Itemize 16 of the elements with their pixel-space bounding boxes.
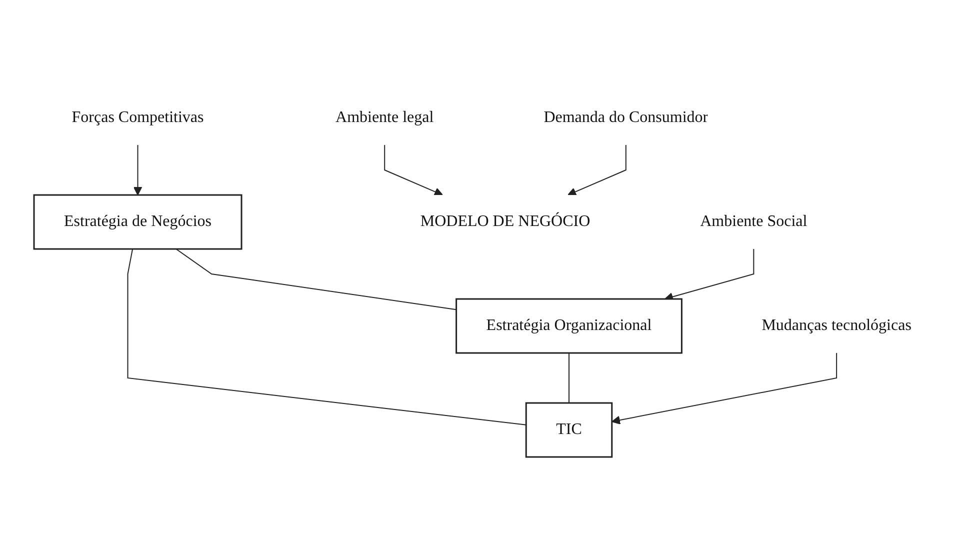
node-text: Demanda do Consumidor xyxy=(544,108,708,126)
node-box: TIC xyxy=(526,402,613,458)
node-text: MODELO DE NEGÓCIO xyxy=(420,212,590,230)
node-text: Forças Competitivas xyxy=(72,108,204,126)
connector xyxy=(568,352,570,403)
connector xyxy=(128,248,527,425)
arrow xyxy=(568,144,627,196)
node-text: Ambiente Social xyxy=(700,212,808,230)
node-box: Estratégia Organizacional xyxy=(456,298,683,354)
arrow xyxy=(134,144,142,195)
arrow xyxy=(612,352,838,424)
node-text: Ambiente legal xyxy=(336,108,434,126)
node-text: Mudanças tecnológicas xyxy=(762,316,912,334)
node-box: Estratégia de Negócios xyxy=(34,194,243,250)
connector xyxy=(176,248,458,310)
arrow xyxy=(384,144,444,196)
